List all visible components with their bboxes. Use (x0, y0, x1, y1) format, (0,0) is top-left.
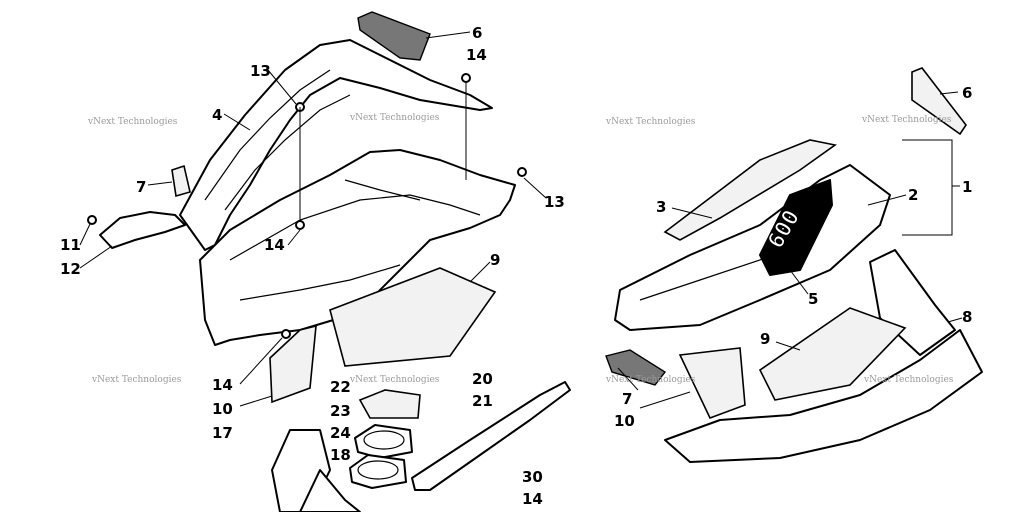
callout-30: 30 (522, 468, 543, 486)
callout-20: 20 (472, 370, 493, 388)
panel-3-right (663, 139, 837, 241)
callout-6-left: 6 (472, 24, 482, 42)
callout-5: 5 (808, 290, 818, 308)
watermark: vNext Technologies (863, 375, 954, 385)
side-vent-7 (171, 164, 191, 198)
watermark: vNext Technologies (605, 375, 696, 385)
duct-cap-22 (358, 389, 421, 419)
screw-11 (87, 215, 97, 225)
callout-1: 1 (962, 178, 972, 196)
callout-9-left: 9 (490, 251, 500, 269)
watermark: vNext Technologies (349, 113, 440, 123)
fastener-13-right (517, 167, 527, 177)
lower-shell-8 (664, 329, 983, 463)
vent-6-right (911, 67, 967, 136)
callout-9-right: 9 (760, 330, 770, 348)
callout-17: 17 (212, 424, 233, 442)
callout-10-left: 10 (212, 400, 233, 418)
panel-9-right (758, 307, 907, 401)
callout-13-left: 13 (250, 62, 271, 80)
callout-14-low: 14 (212, 376, 233, 394)
callout-23: 23 (330, 402, 351, 420)
fastener-14-top (461, 73, 471, 83)
panel-10-right (678, 347, 746, 420)
watermark: vNext Technologies (605, 117, 696, 127)
vent-7-right (605, 349, 667, 386)
watermark: vNext Technologies (349, 375, 440, 385)
panel-10-left (269, 324, 317, 404)
watermark: vNext Technologies (861, 115, 952, 125)
side-bracket (99, 211, 186, 249)
upper-shell-8 (869, 249, 956, 356)
callout-22: 22 (330, 378, 351, 396)
duct-base (299, 469, 361, 512)
callout-18: 18 (330, 446, 351, 464)
hood-main-body (199, 149, 516, 346)
callout-10-right: 10 (614, 412, 635, 430)
decal-5 (759, 179, 833, 276)
watermark: vNext Technologies (91, 375, 182, 385)
callout-14-bottom: 14 (522, 490, 543, 508)
callout-4: 4 (212, 106, 222, 124)
watermark: vNext Technologies (87, 117, 178, 127)
callout-21: 21 (472, 392, 493, 410)
callout-12: 12 (60, 260, 81, 278)
callout-7-left: 7 (136, 178, 146, 196)
callout-14-top: 14 (466, 46, 487, 64)
hood-upper-shell (179, 39, 493, 251)
callout-11: 11 (60, 236, 81, 254)
callout-13-right: 13 (544, 193, 565, 211)
fastener-14-lower (281, 329, 291, 339)
top-vent-mesh (357, 11, 431, 61)
callout-8: 8 (962, 308, 972, 326)
panel-9-left (329, 267, 497, 367)
callout-6-right: 6 (962, 84, 972, 102)
callout-2: 2 (908, 186, 918, 204)
callout-7-right: 7 (622, 390, 632, 408)
callout-3: 3 (656, 198, 666, 216)
callout-24: 24 (330, 424, 351, 442)
callout-14-mid: 14 (264, 236, 285, 254)
side-rail-20-21 (411, 381, 571, 491)
fastener-14 (295, 220, 305, 230)
